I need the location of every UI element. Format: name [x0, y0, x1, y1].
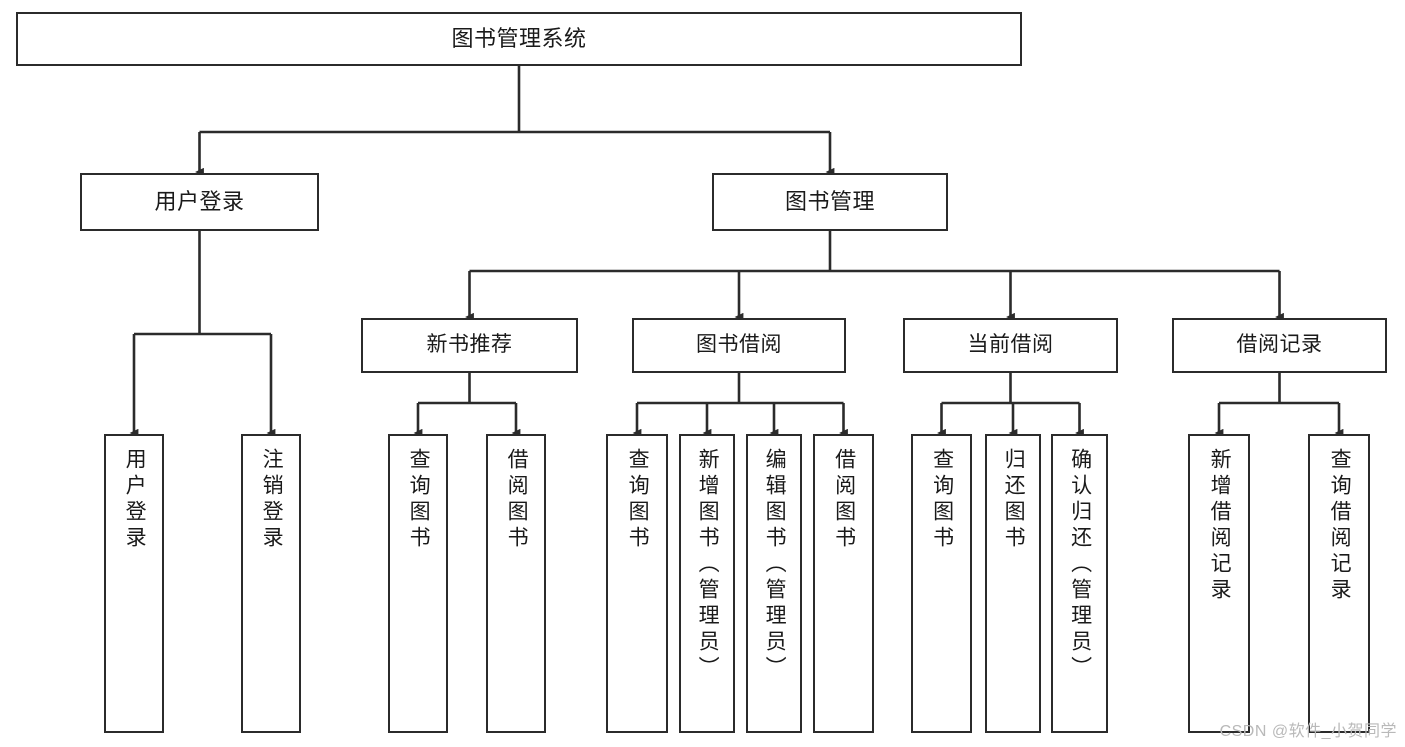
- node-book-borrow[interactable]: 图书借阅: [632, 318, 846, 373]
- node-leaf-borrow-book-1[interactable]: 借阅图书: [486, 434, 546, 733]
- node-leaf-user-login[interactable]: 用户登录: [104, 434, 164, 733]
- node-leaf-return-book-label: 归还图书: [1002, 448, 1026, 552]
- node-leaf-return-book[interactable]: 归还图书: [985, 434, 1041, 733]
- node-borrow-record-label: 借阅记录: [1236, 333, 1323, 357]
- node-book-manage[interactable]: 图书管理: [712, 173, 948, 231]
- node-book-borrow-label: 图书借阅: [696, 333, 782, 357]
- node-root[interactable]: 图书管理系统: [16, 12, 1022, 66]
- node-leaf-edit-book[interactable]: 编辑图书（管理员）: [746, 434, 802, 733]
- node-borrow-record[interactable]: 借阅记录: [1172, 318, 1387, 373]
- node-user-login[interactable]: 用户登录: [80, 173, 319, 231]
- node-root-label: 图书管理系统: [451, 26, 587, 52]
- node-leaf-user-login-label: 用户登录: [123, 448, 147, 552]
- node-leaf-add-record-label: 新增借阅记录: [1208, 448, 1232, 604]
- node-leaf-query-record[interactable]: 查询借阅记录: [1308, 434, 1370, 733]
- node-leaf-query-book-3[interactable]: 查询图书: [911, 434, 972, 733]
- node-leaf-query-book-2[interactable]: 查询图书: [606, 434, 668, 733]
- node-leaf-confirm-return-label: 确认归还（管理员）: [1068, 448, 1092, 682]
- node-new-book-recommend[interactable]: 新书推荐: [361, 318, 578, 373]
- edge-paths: [129, 66, 1344, 438]
- node-leaf-logout[interactable]: 注销登录: [241, 434, 301, 733]
- node-leaf-query-record-label: 查询借阅记录: [1328, 448, 1352, 604]
- node-leaf-logout-label: 注销登录: [260, 448, 284, 552]
- node-leaf-confirm-return[interactable]: 确认归还（管理员）: [1051, 434, 1108, 733]
- node-user-login-label: 用户登录: [154, 189, 245, 215]
- node-leaf-query-book-1-label: 查询图书: [407, 448, 431, 552]
- node-book-manage-label: 图书管理: [784, 189, 875, 215]
- node-leaf-add-record[interactable]: 新增借阅记录: [1188, 434, 1250, 733]
- node-leaf-query-book-3-label: 查询图书: [930, 448, 954, 552]
- node-leaf-add-book-label: 新增图书（管理员）: [696, 448, 720, 682]
- node-leaf-borrow-book-1-label: 借阅图书: [505, 448, 529, 552]
- node-leaf-add-book[interactable]: 新增图书（管理员）: [679, 434, 735, 733]
- node-leaf-edit-book-label: 编辑图书（管理员）: [763, 448, 787, 682]
- node-current-borrow[interactable]: 当前借阅: [903, 318, 1118, 373]
- node-leaf-query-book-1[interactable]: 查询图书: [388, 434, 448, 733]
- node-new-book-recommend-label: 新书推荐: [426, 333, 513, 357]
- node-current-borrow-label: 当前借阅: [967, 333, 1054, 357]
- node-leaf-query-book-2-label: 查询图书: [626, 448, 650, 552]
- node-leaf-borrow-book-2-label: 借阅图书: [832, 448, 856, 552]
- node-leaf-borrow-book-2[interactable]: 借阅图书: [813, 434, 874, 733]
